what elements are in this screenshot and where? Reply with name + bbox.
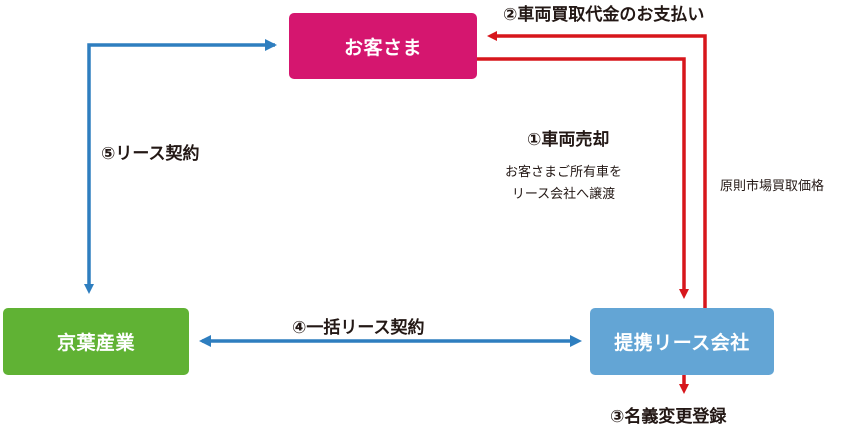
lease-arrow-to-customer (84, 43, 275, 294)
customer-node: お客さま (289, 13, 477, 79)
bulk-lease-arrow-head-right (570, 335, 582, 347)
price-basis-label: 原則市場買取価格 (720, 179, 825, 194)
bulk-lease-arrow-head-left (199, 335, 211, 347)
kyoyo-node-label: 京葉産業 (56, 332, 135, 354)
lease-contract-label: ⑤リース契約 (101, 144, 200, 164)
transfer-label: ③名義変更登録 (610, 407, 727, 427)
lease-arrow-head-top (265, 39, 277, 51)
sale-label: ①車両売却 (527, 130, 610, 150)
payment-arrow (487, 31, 707, 308)
bulk-lease-label: ④一括リース契約 (292, 318, 425, 338)
sale-note-line-1: お客さまご所有車を (505, 165, 623, 180)
lease-company-node: 提携リース会社 (590, 308, 774, 375)
kyoyo-node: 京葉産業 (3, 308, 189, 375)
payment-label: ②車両買取代金のお支払い (503, 5, 705, 25)
customer-node-label: お客さま (343, 36, 422, 59)
sale-arrow (477, 57, 689, 299)
lease-company-node-label: 提携リース会社 (614, 332, 750, 354)
sale-note-line-2: リース会社へ譲渡 (511, 187, 616, 202)
sale-note: お客さまご所有車を リース会社へ譲渡 (505, 162, 622, 206)
